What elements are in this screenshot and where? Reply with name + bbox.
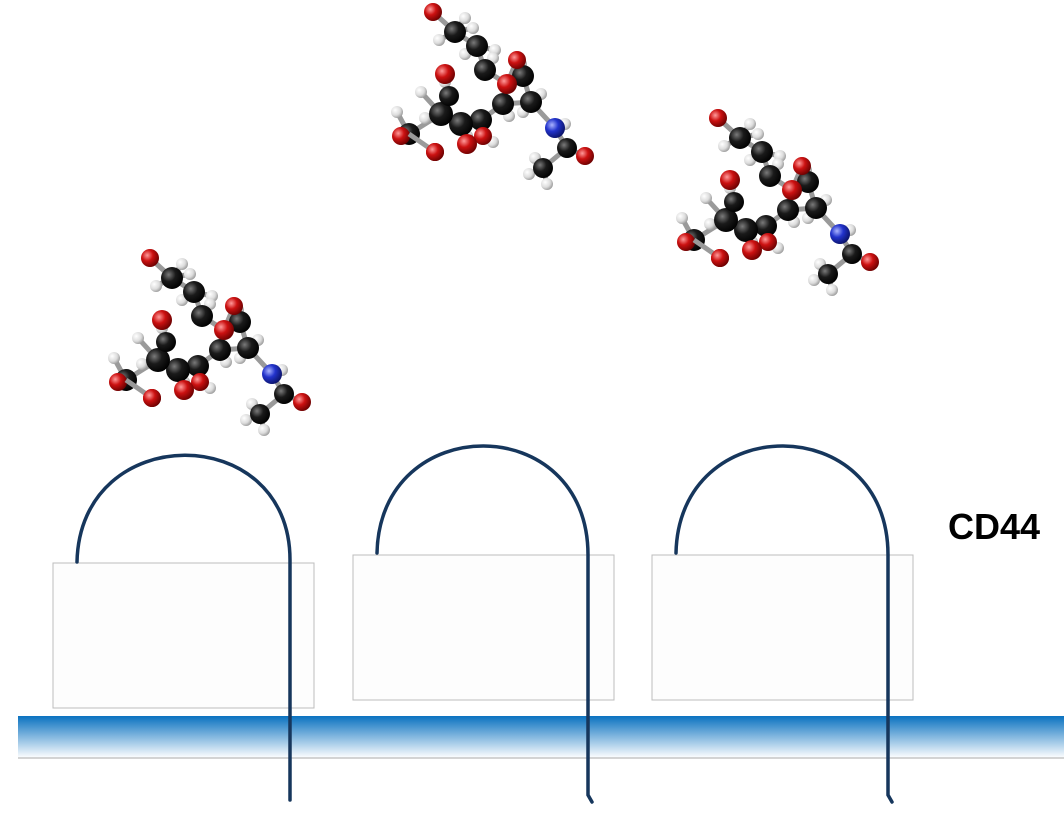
sialic-acid-molecule-icon-1 — [108, 249, 311, 436]
cd44-receptor-strand-1 — [75, 453, 292, 802]
cd44-label: CD44 — [948, 506, 1041, 547]
receptor-domain-box-3 — [651, 554, 914, 701]
sialic-acid-molecule-icon-2 — [391, 3, 594, 190]
sialic-acid-molecule-icon-3 — [676, 109, 879, 296]
cd44-receptor-strand-2 — [375, 444, 594, 804]
cd44-receptor-strand-3 — [674, 444, 894, 804]
receptor-domain-box-1 — [52, 562, 315, 709]
cell-membrane — [18, 716, 1064, 758]
receptor-domain-box-2 — [352, 554, 615, 701]
